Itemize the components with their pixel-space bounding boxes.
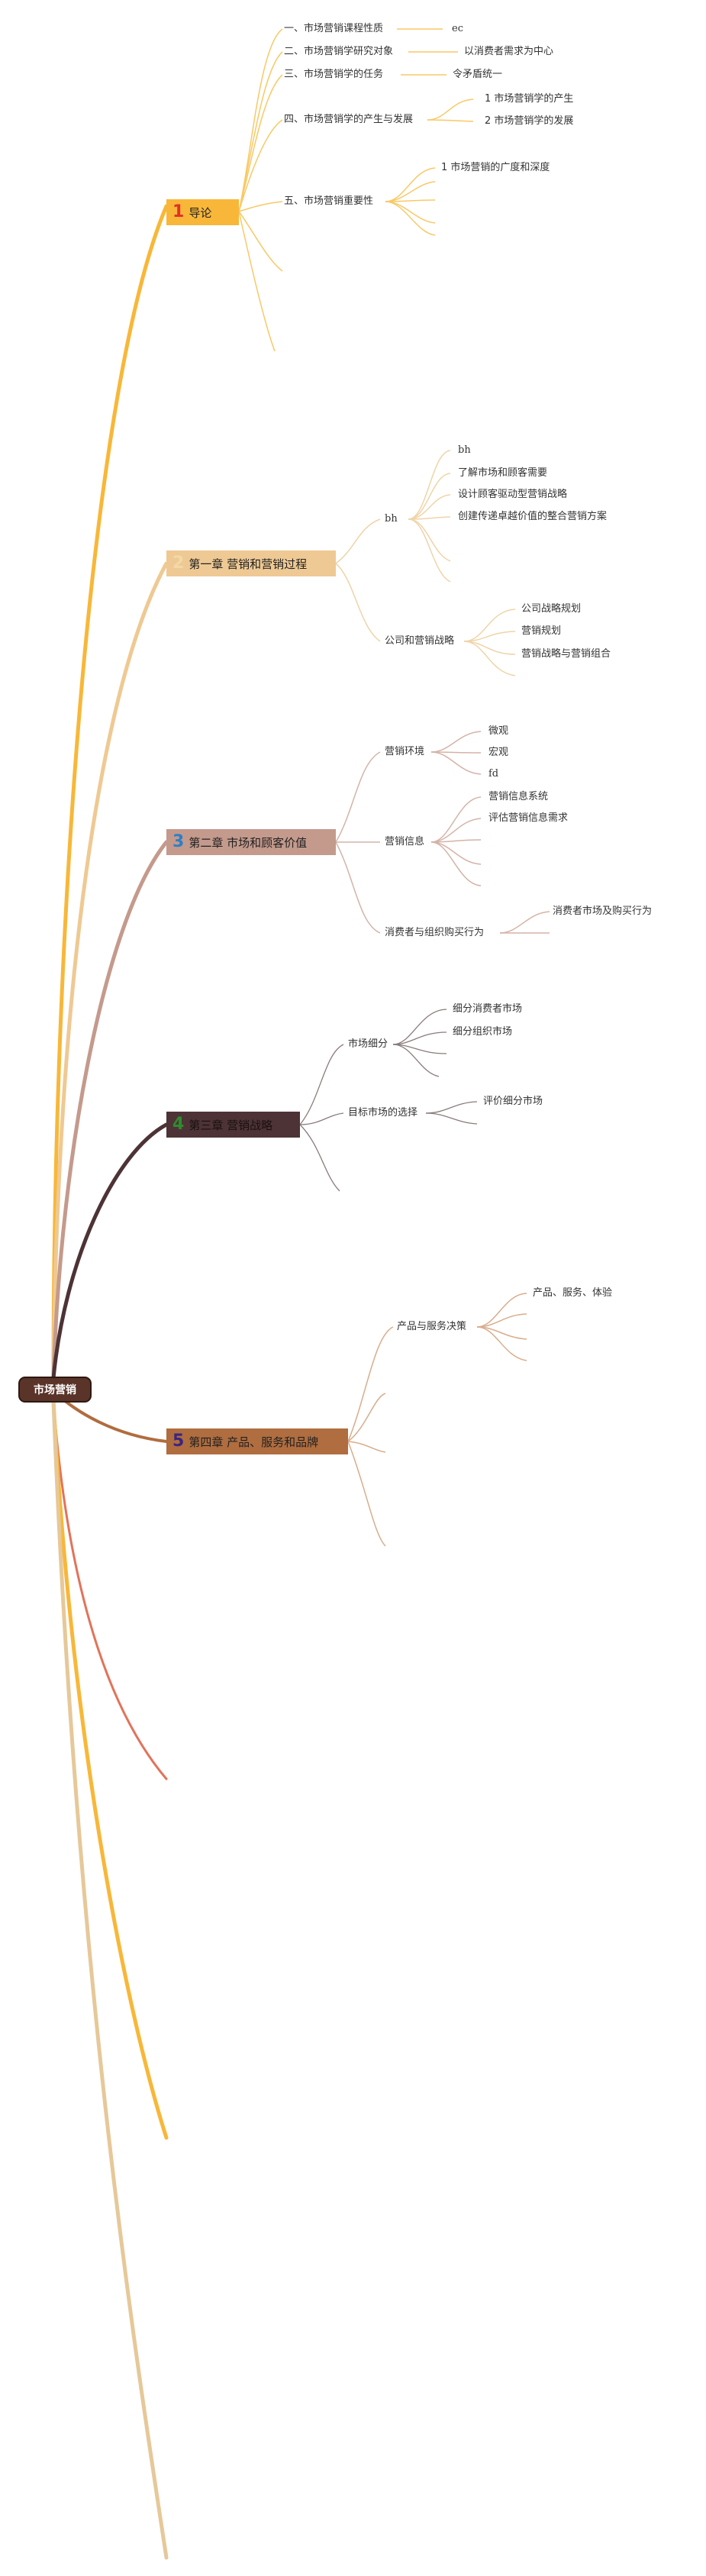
- subtopic-3-2-2[interactable]: 评估营销信息需求: [488, 812, 569, 824]
- branch-2-node[interactable]: 2 第一章 营销和营销过程: [166, 550, 336, 576]
- topic-4-1[interactable]: 市场细分: [348, 1038, 388, 1050]
- branch-5-node[interactable]: 5 第四章 产品、服务和品牌: [166, 1428, 348, 1454]
- topic-2-1[interactable]: bh: [385, 513, 398, 525]
- branch-1-node[interactable]: 1 导论: [166, 199, 239, 225]
- branch-5-number: 5: [172, 1432, 185, 1451]
- subtopic-3-1-3[interactable]: fd: [488, 768, 499, 780]
- subtopic-1-3-1[interactable]: 令矛盾统一: [453, 69, 503, 80]
- branch-3-number: 3: [172, 832, 185, 851]
- subtopic-1-4-2[interactable]: 2 市场营销学的发展: [485, 115, 574, 127]
- branch-2-label: 第一章 营销和营销过程: [189, 557, 308, 571]
- link-root-branch-2: [51, 561, 169, 1380]
- subtopic-5-1-1[interactable]: 产品、服务、体验: [533, 1287, 613, 1299]
- branch-1-number: 1: [172, 202, 185, 221]
- topic-4-2[interactable]: 目标市场的选择: [348, 1107, 418, 1119]
- topic-1-3[interactable]: 三、市场营销学的任务: [284, 69, 384, 80]
- subtopic-2-1-2[interactable]: 了解市场和顾客需要: [458, 467, 548, 479]
- branch-5-label: 第四章 产品、服务和品牌: [189, 1435, 319, 1449]
- link-root-extra-3: [51, 1399, 169, 2560]
- subtopic-3-1-2[interactable]: 宏观: [488, 747, 509, 758]
- subtopic-3-1-1[interactable]: 微观: [488, 725, 509, 737]
- branch-2-number: 2: [172, 554, 185, 573]
- subtopic-3-2-1[interactable]: 营销信息系统: [488, 791, 549, 802]
- link-root-branch-1: [51, 204, 169, 1380]
- subtopic-3-3-1[interactable]: 消费者市场及购买行为: [553, 905, 653, 917]
- subtopic-4-1-1[interactable]: 细分消费者市场: [453, 1003, 523, 1015]
- branch-3-node[interactable]: 3 第二章 市场和顾客价值: [166, 829, 336, 855]
- link-root-branch-4: [51, 1122, 169, 1380]
- subtopic-2-1-1[interactable]: bh: [458, 444, 471, 456]
- subtopic-1-5-1[interactable]: 1 市场营销的广度和深度: [441, 162, 550, 173]
- branch-1-label: 导论: [189, 205, 212, 220]
- topic-1-5[interactable]: 五、市场营销重要性: [284, 195, 374, 207]
- subtopic-2-2-3[interactable]: 营销战略与营销组合: [521, 648, 611, 660]
- subtopic-4-2-1[interactable]: 评价细分市场: [483, 1096, 543, 1107]
- branch-4-label: 第三章 营销战略: [189, 1118, 273, 1132]
- topic-1-1[interactable]: 一、市场营销课程性质: [284, 23, 384, 34]
- subtopic-4-1-2[interactable]: 细分组织市场: [453, 1026, 513, 1038]
- subtopic-1-4-1[interactable]: 1 市场营销学的产生: [485, 93, 574, 105]
- topic-3-2[interactable]: 营销信息: [385, 836, 425, 847]
- topic-1-2[interactable]: 二、市场营销学研究对象: [284, 46, 394, 57]
- topic-5-1[interactable]: 产品与服务决策: [397, 1321, 467, 1332]
- branch-3-label: 第二章 市场和顾客价值: [189, 835, 308, 850]
- subtopic-1-1-1[interactable]: ec: [452, 23, 463, 34]
- subtopic-1-2-1[interactable]: 以消费者需求为中心: [464, 46, 554, 57]
- topic-2-2[interactable]: 公司和营销战略: [385, 635, 455, 647]
- link-root-branch-3: [51, 840, 169, 1380]
- subtopic-2-2-2[interactable]: 营销规划: [521, 625, 562, 637]
- subtopic-2-2-1[interactable]: 公司战略规划: [521, 603, 582, 615]
- branch-4-number: 4: [172, 1115, 185, 1134]
- subtopic-2-1-4[interactable]: 创建传递卓越价值的整合营销方案: [458, 511, 608, 522]
- branch-4-node[interactable]: 4 第三章 营销战略: [166, 1112, 300, 1138]
- topic-3-1[interactable]: 营销环境: [385, 746, 425, 757]
- subtopic-2-1-3[interactable]: 设计顾客驱动型营销战略: [458, 489, 568, 500]
- root-node[interactable]: 市场营销: [18, 1377, 92, 1403]
- link-root-extra-1: [52, 1399, 168, 1780]
- topic-1-4[interactable]: 四、市场营销学的产生与发展: [284, 114, 414, 125]
- link-root-extra-2: [51, 1399, 169, 2140]
- topic-3-3[interactable]: 消费者与组织购买行为: [385, 927, 485, 938]
